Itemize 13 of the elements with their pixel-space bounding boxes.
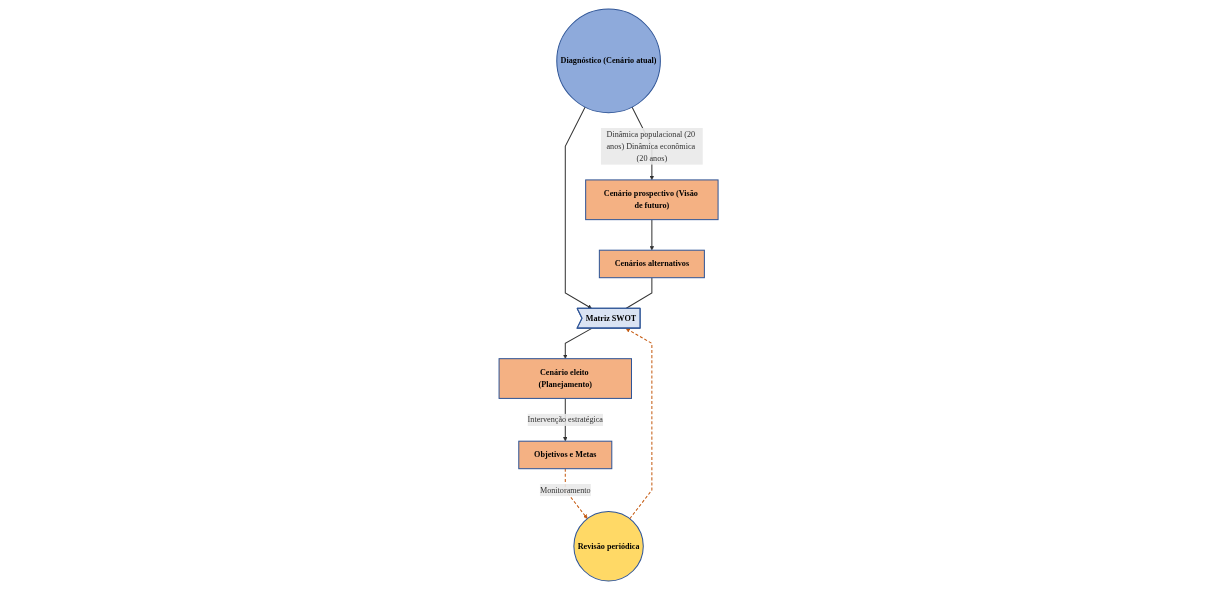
node-box: Cenário eleito (Planejamento): [498, 358, 632, 399]
edge-label: Monitoramento: [539, 485, 591, 495]
arrow: [649, 219, 655, 251]
arrow: [564, 468, 588, 519]
node-box: Objetivos e Metas: [518, 440, 613, 470]
arrow: [564, 106, 592, 309]
edge-label: Intervenção estratégica: [527, 415, 603, 424]
node-circle: Revisão periódica: [573, 510, 644, 582]
arrow: [625, 328, 653, 520]
node-box: Cenários alternativos: [598, 249, 705, 279]
edge-label: Dinâmica populacional (20 anos) Dinâmica econômica (20 anos): [606, 129, 696, 163]
node-circle: Diagnóstico (Cenário atual): [556, 8, 661, 114]
node-box: Cenário prospectivo (Visão de futuro): [585, 179, 719, 221]
